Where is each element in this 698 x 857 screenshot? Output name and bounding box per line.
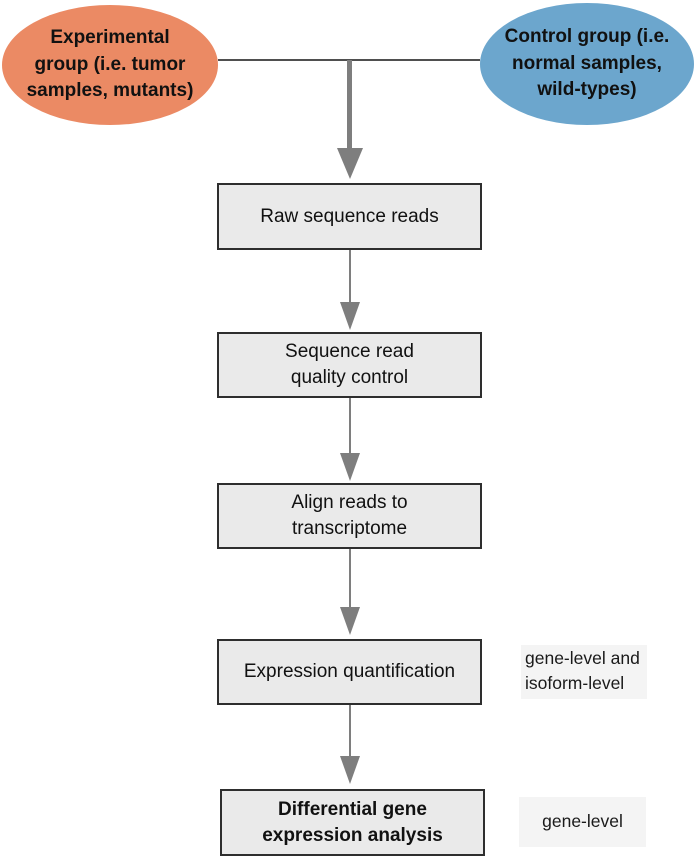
connector-line bbox=[349, 549, 351, 607]
connector-line bbox=[349, 250, 351, 304]
step-label: Align reads to transcriptome bbox=[291, 492, 408, 539]
step-label: Differential gene expression analysis bbox=[262, 798, 443, 846]
step-label: Expression quantification bbox=[243, 661, 456, 683]
connector-line bbox=[349, 398, 351, 455]
arrow-down-icon bbox=[340, 302, 360, 330]
control-group-label: Control group (i.e. normal samples, wild… bbox=[504, 25, 670, 101]
arrow-down-icon bbox=[340, 607, 360, 635]
step-label: Raw sequence reads bbox=[260, 205, 439, 227]
experimental-group-label: Experimental group (i.e. tumor samples, … bbox=[26, 26, 194, 102]
group-join-vertical-line bbox=[347, 60, 352, 150]
experimental-group-node: Experimental group (i.e. tumor samples, … bbox=[2, 5, 218, 125]
step-box-align-reads: Align reads to transcriptome bbox=[217, 483, 482, 549]
step-box-differential-expression: Differential gene expression analysis bbox=[220, 789, 485, 856]
connector-line bbox=[349, 705, 351, 757]
annotation-gene-level: gene-level bbox=[519, 797, 646, 847]
annotation-gene-isoform-level: gene-level and isoform-level bbox=[521, 645, 647, 699]
step-box-quality-control: Sequence read quality control bbox=[217, 332, 482, 398]
arrow-down-icon bbox=[340, 756, 360, 784]
step-label: Sequence read quality control bbox=[285, 341, 414, 388]
arrow-down-icon bbox=[340, 453, 360, 481]
step-box-raw-sequence-reads: Raw sequence reads bbox=[217, 183, 482, 250]
step-box-expression-quantification: Expression quantification bbox=[217, 639, 482, 705]
arrow-down-icon bbox=[337, 148, 363, 179]
control-group-node: Control group (i.e. normal samples, wild… bbox=[480, 3, 694, 125]
